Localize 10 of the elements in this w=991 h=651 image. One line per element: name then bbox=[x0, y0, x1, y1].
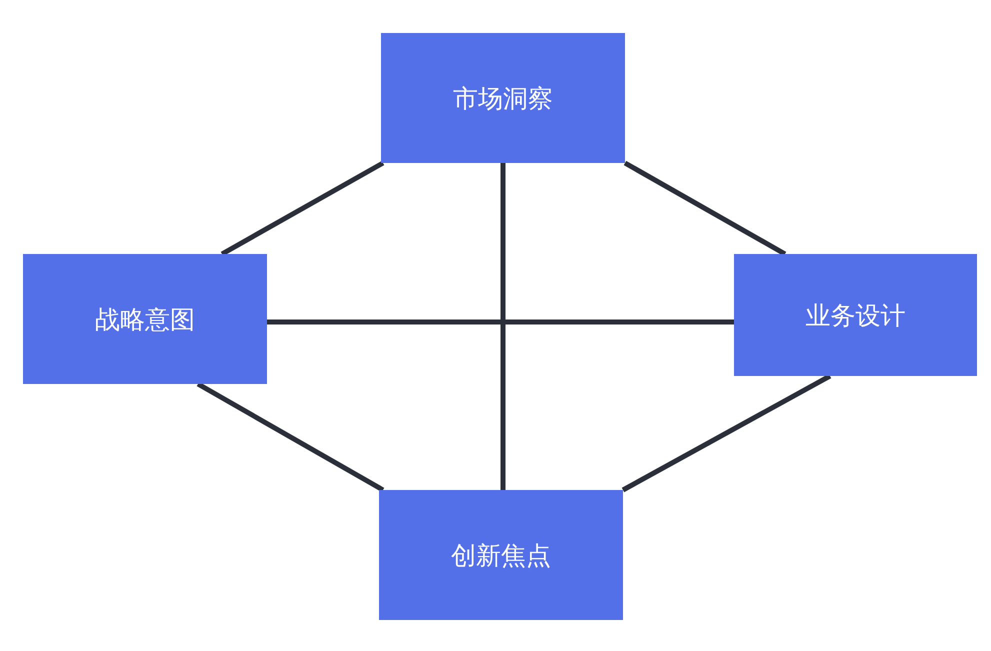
process-box: 创新焦点 bbox=[379, 490, 623, 620]
connector-line bbox=[622, 374, 832, 492]
connector-line bbox=[624, 160, 786, 256]
connector-line bbox=[196, 382, 384, 492]
connector-line bbox=[500, 163, 506, 490]
process-box: 业务设计 bbox=[734, 254, 977, 376]
connector-line bbox=[267, 320, 734, 324]
process-box: 战略意图 bbox=[23, 254, 267, 384]
process-box: 市场洞察 bbox=[381, 33, 625, 163]
connector-line bbox=[220, 160, 384, 256]
